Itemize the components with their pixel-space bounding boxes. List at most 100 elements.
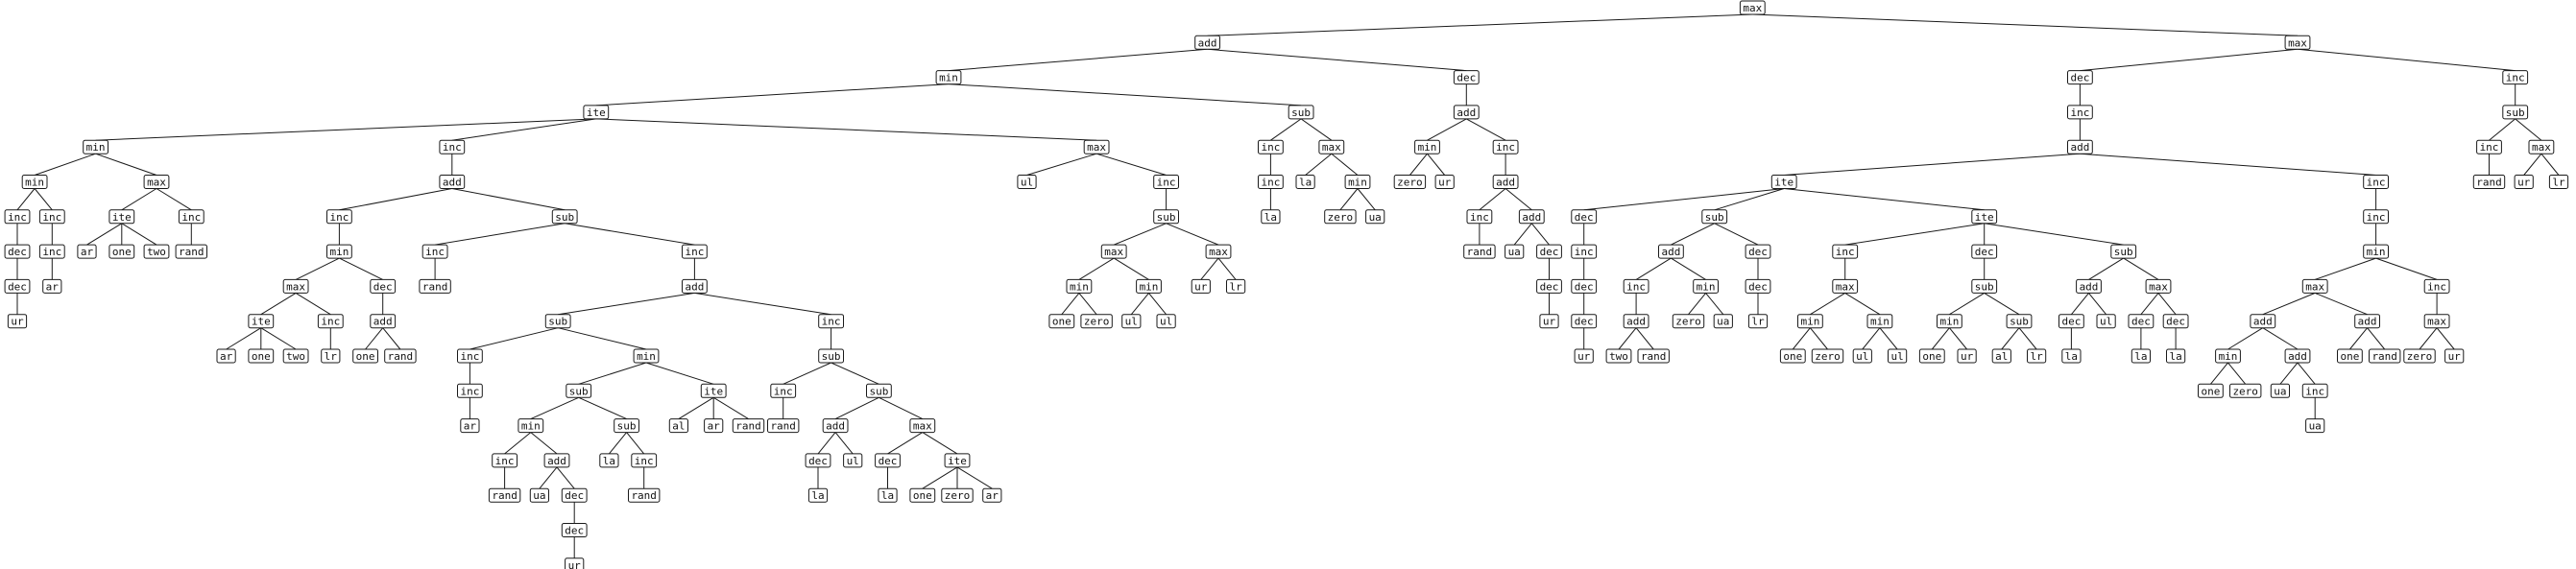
tree-edge bbox=[1427, 118, 1467, 141]
node-box bbox=[1518, 209, 1545, 225]
tree-edge bbox=[95, 153, 157, 176]
tree-node-ur: ur bbox=[565, 557, 585, 569]
tree-node-sub: sub bbox=[614, 418, 640, 434]
node-label: min bbox=[1939, 316, 1959, 328]
node-box bbox=[460, 418, 480, 434]
node-label: inc bbox=[1261, 141, 1280, 154]
tree-edge bbox=[2489, 118, 2516, 141]
tree-node-min: min bbox=[1344, 175, 1371, 189]
tree-edge bbox=[556, 466, 575, 489]
node-box bbox=[599, 453, 619, 468]
node-box bbox=[2131, 348, 2152, 364]
node-label: ur bbox=[1543, 316, 1556, 328]
node-box bbox=[1434, 175, 1455, 189]
tree-edge bbox=[595, 83, 950, 107]
node-box bbox=[83, 139, 108, 154]
tree-node-ar: ar bbox=[77, 244, 97, 259]
tree-edge bbox=[1714, 223, 1759, 246]
tree-edge bbox=[1784, 153, 2081, 176]
node-label: add bbox=[1198, 36, 1217, 49]
tree-node-add: add bbox=[1453, 105, 1480, 120]
tree-node-one: one bbox=[1048, 314, 1075, 329]
node-box bbox=[1136, 278, 1162, 294]
tree-edge bbox=[121, 223, 157, 246]
tree-node-rand: rand bbox=[175, 244, 208, 259]
tree-edge bbox=[1061, 293, 1080, 316]
tree-node-rand: rand bbox=[419, 278, 451, 294]
node-box bbox=[1191, 278, 1211, 294]
node-box bbox=[1739, 0, 1766, 15]
node-box bbox=[770, 383, 797, 398]
node-box bbox=[384, 348, 417, 364]
tree-edge bbox=[1931, 327, 1950, 350]
tree-node-ul: ul bbox=[1156, 314, 1176, 329]
node-label: one bbox=[356, 350, 375, 363]
node-box bbox=[1466, 209, 1493, 225]
tree-edge bbox=[1078, 293, 1097, 316]
node-box bbox=[2423, 278, 2450, 294]
tree-node-sub: sub bbox=[866, 383, 892, 398]
node-box bbox=[767, 418, 800, 434]
node-label: zero bbox=[2232, 385, 2258, 397]
node-label: inc bbox=[2367, 177, 2386, 189]
tree-node-inc: inc bbox=[1258, 175, 1284, 189]
node-label: max bbox=[1836, 280, 1855, 293]
node-label: ul bbox=[1160, 316, 1172, 328]
tree-node-dec: dec bbox=[1536, 278, 1562, 294]
node-box bbox=[1226, 278, 1246, 294]
node-label: inc bbox=[1575, 246, 1594, 258]
node-label: dec bbox=[565, 489, 584, 502]
tree-node-max: max bbox=[2528, 139, 2555, 154]
tree-node-ar: ar bbox=[42, 278, 62, 294]
tree-edge bbox=[1844, 292, 1881, 316]
tree-edge bbox=[2262, 292, 2316, 316]
tree-node-al: al bbox=[1991, 348, 2011, 364]
node-label: la bbox=[811, 489, 824, 502]
tree-edge bbox=[1207, 48, 1467, 72]
node-box bbox=[2061, 348, 2082, 364]
node-box bbox=[1571, 314, 1598, 329]
node-box bbox=[1779, 348, 1806, 364]
node-box bbox=[1017, 175, 1037, 189]
tree-edge bbox=[2227, 362, 2247, 385]
tree-edge bbox=[530, 396, 579, 420]
node-box bbox=[248, 348, 275, 364]
node-box bbox=[944, 453, 971, 468]
tree-node-inc: inc bbox=[682, 244, 708, 259]
tree-edge bbox=[339, 188, 452, 211]
tree-node-ul: ul bbox=[1888, 348, 1908, 364]
tree-node-sub: sub bbox=[1701, 209, 1728, 225]
node-label: ul bbox=[1125, 316, 1138, 328]
node-label: ur bbox=[1194, 280, 1208, 293]
node-box bbox=[216, 348, 236, 364]
node-box bbox=[1745, 278, 1771, 294]
node-box bbox=[1258, 139, 1284, 154]
tree-edge bbox=[2080, 48, 2299, 72]
tree-edge bbox=[1078, 257, 1115, 280]
tree-edge bbox=[2080, 153, 2376, 176]
node-box bbox=[1261, 209, 1281, 225]
tree-edge bbox=[1113, 257, 1149, 280]
node-label: inc bbox=[1496, 141, 1515, 154]
tree-edge bbox=[609, 432, 627, 455]
tree-node-la: la bbox=[2061, 348, 2082, 364]
tree-node-add: add bbox=[2354, 314, 2380, 329]
node-label: sub bbox=[569, 385, 589, 397]
tree-edge bbox=[887, 432, 924, 455]
node-box bbox=[1393, 175, 1427, 189]
node-label: rand bbox=[422, 280, 448, 293]
tree-edge bbox=[86, 223, 123, 246]
node-label: la bbox=[881, 489, 894, 502]
node-box bbox=[321, 348, 341, 364]
node-box bbox=[2067, 105, 2093, 120]
tree-node-ur: ur bbox=[1574, 348, 1594, 364]
node-label: min bbox=[1418, 141, 1437, 154]
node-box bbox=[1797, 314, 1823, 329]
node-label: rand bbox=[735, 420, 761, 433]
node-box bbox=[1672, 314, 1705, 329]
node-label: inc bbox=[443, 141, 462, 154]
tree-node-ur: ur bbox=[1191, 278, 1211, 294]
node-label: ar bbox=[81, 246, 94, 258]
tree-edge bbox=[1409, 153, 1428, 176]
